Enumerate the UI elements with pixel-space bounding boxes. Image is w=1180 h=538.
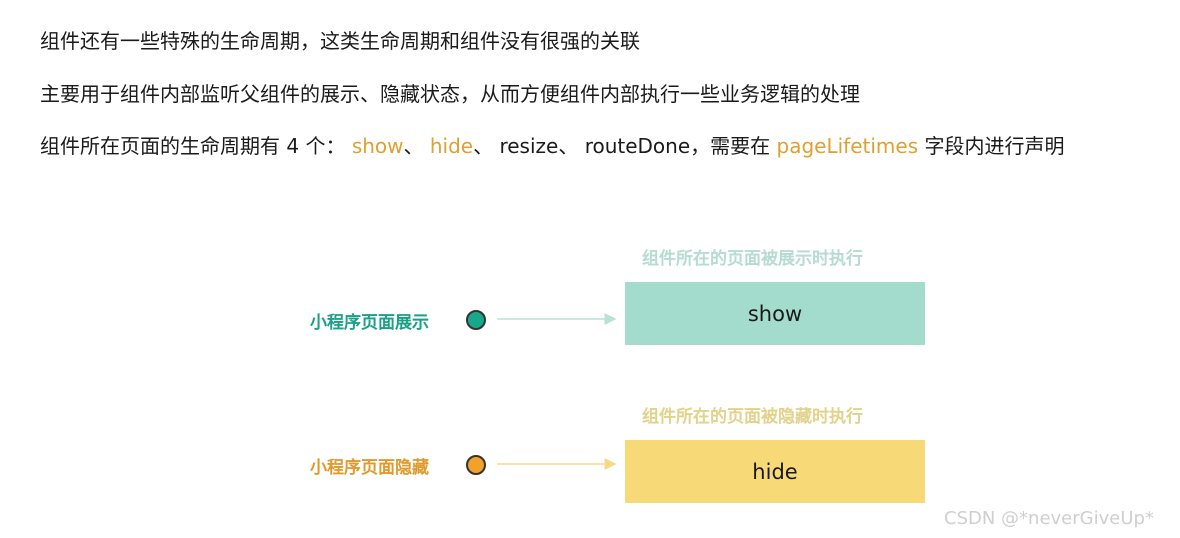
line3-text-b: 、 resize、 routeDone，需要在 (473, 134, 777, 158)
intro-line-2: 主要用于组件内部监听父组件的展示、隐藏状态，从而方便组件内部执行一些业务逻辑的处… (40, 82, 860, 106)
intro-line-1: 组件还有一些特殊的生命周期，这类生命周期和组件没有很强的关联 (40, 29, 640, 53)
hide-box: hide (625, 440, 925, 503)
line3-sep-1: 、 (403, 134, 424, 158)
keyword-hide: hide (429, 134, 474, 158)
hide-dot (466, 455, 486, 475)
show-dot (466, 310, 486, 330)
show-caption: 组件所在的页面被展示时执行 (642, 249, 863, 269)
show-label: 小程序页面展示 (310, 313, 429, 333)
watermark: CSDN @*neverGiveUp* (944, 508, 1154, 529)
hide-caption: 组件所在的页面被隐藏时执行 (642, 407, 863, 427)
line3-text-a: 组件所在页面的生命周期有 4 个： (40, 134, 346, 158)
keyword-pagelifetimes: pageLifetimes (776, 134, 919, 158)
intro-line-3: 组件所在页面的生命周期有 4 个： show、 hide、 resize、 ro… (40, 132, 1064, 160)
show-box: show (625, 282, 925, 345)
hide-label: 小程序页面隐藏 (310, 458, 429, 478)
line3-text-c: 字段内进行声明 (918, 134, 1065, 158)
keyword-show: show (351, 134, 404, 158)
